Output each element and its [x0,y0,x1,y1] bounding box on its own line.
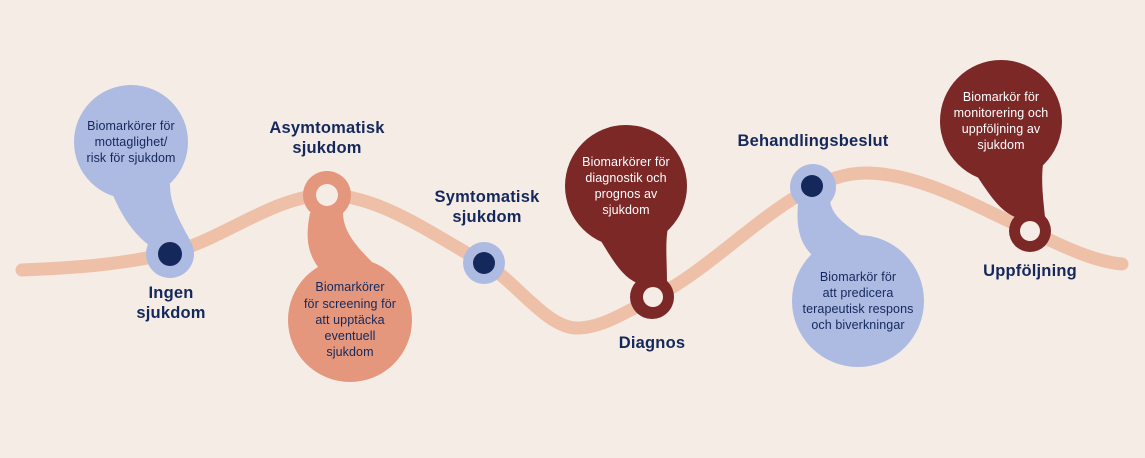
balloon-bubble [565,125,687,247]
stage-4-diagnos-balloon [565,125,687,319]
node-hole [316,184,338,206]
balloon-bubble [940,60,1062,182]
wave-line [15,166,1129,335]
node-dot [473,252,495,274]
node-hole [1020,221,1040,241]
balloon-bubble [288,258,412,382]
node-hole [643,287,663,307]
balloon-neck [307,212,372,267]
stage-1-ingen-sjukdom-balloon [74,85,194,278]
stage-6-uppfoljning-balloon [940,60,1062,252]
stage-2-asymtomatisk-balloon [288,171,412,382]
node-dot [801,175,823,197]
balloon-bubble [792,235,924,367]
stage-5-behandlingsbeslut-balloon [790,164,924,367]
balloon-bubble [74,85,188,199]
node-dot [158,242,182,266]
stage-3-symtomatisk-marker [463,242,505,284]
